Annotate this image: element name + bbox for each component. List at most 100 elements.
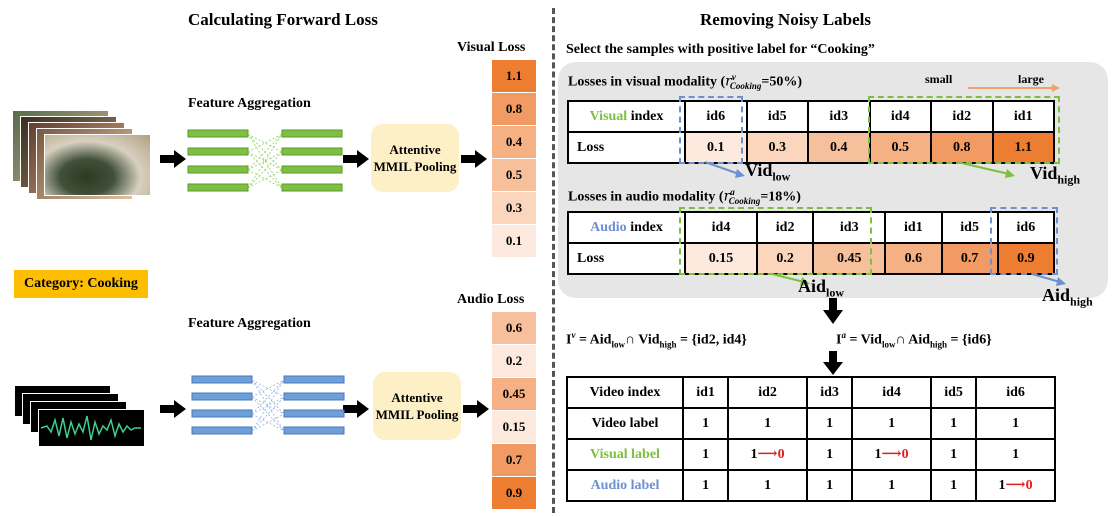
audio-frame xyxy=(38,409,145,447)
table-cell: 1 xyxy=(975,438,1056,471)
aid-high-box xyxy=(990,207,1058,275)
vid-low-label: Vidlow xyxy=(745,160,790,185)
select-text: Select the samples with positive label f… xyxy=(566,42,875,57)
vid-high-sub: high xyxy=(1057,172,1081,187)
table-cell: id3 xyxy=(805,376,854,409)
table-cell: 0.3 xyxy=(745,131,809,164)
formula-sub: high xyxy=(930,339,948,350)
formula-cap: ∩ Aid xyxy=(895,332,931,348)
table-row: Loss 0.15 0.2 0.45 0.6 0.7 0.9 xyxy=(567,242,1056,275)
aid-high-label: Aidhigh xyxy=(1042,285,1093,310)
visual-modality-heading: Losses in visual modality (rvCooking=50%… xyxy=(568,72,802,91)
audio-word: Audio xyxy=(590,219,627,235)
loss-value-box: 0.7 xyxy=(492,444,536,476)
table-cell: id5 xyxy=(940,211,999,244)
formula-I: I xyxy=(836,332,842,348)
table-cell: id5 xyxy=(929,376,978,409)
aid-low-sub: low xyxy=(826,285,845,300)
formula-audio: Ia = Vidlow∩ Aidhigh = {id6} xyxy=(836,330,992,349)
left-title: Calculating Forward Loss xyxy=(188,10,378,29)
loss-value-box: 1.1 xyxy=(492,60,536,92)
vid-low-sub: low xyxy=(772,169,791,184)
arrow-icon xyxy=(343,150,369,168)
table-row: Visual index id6 id5 id3 id4 id2 id1 xyxy=(567,100,1055,133)
loss-value-box: 0.4 xyxy=(492,126,536,158)
index-word: index xyxy=(626,219,663,235)
aid-text: Aid xyxy=(1042,285,1071,305)
aid-high-sub: high xyxy=(1070,294,1093,309)
visual-loss-table: Visual index id6 id5 id3 id4 id2 id1 Los… xyxy=(567,100,1055,164)
table-row: Video label 1 1 1 1 1 1 xyxy=(566,407,1056,440)
table-cell: 1 xyxy=(805,438,854,471)
label-table: Video index id1 id2 id3 id4 id5 id6 Vide… xyxy=(566,376,1056,502)
table-cell: id1 xyxy=(884,211,943,244)
formula-eq: = Aid xyxy=(575,332,612,348)
loss-value-box: 0.3 xyxy=(492,192,536,224)
arrow-icon xyxy=(461,150,487,168)
visual-loss-title: Visual Loss xyxy=(457,40,526,55)
loss-header: Loss xyxy=(567,242,686,275)
flipped-label: 0 xyxy=(777,447,785,462)
visual-index-header: Visual index xyxy=(567,100,686,133)
table-cell: Video index xyxy=(566,376,684,409)
table-cell: 0.4 xyxy=(807,131,871,164)
original-label: 1 xyxy=(874,447,882,462)
r-sup-a: a xyxy=(730,187,735,197)
table-cell: 1 xyxy=(727,469,808,502)
table-cell: id4 xyxy=(851,376,932,409)
table-cell: id3 xyxy=(807,100,871,133)
formula-rest: = {id2, id4} xyxy=(676,332,747,348)
aid-high-arrow-icon xyxy=(1031,273,1066,286)
loss-value-box: 0.9 xyxy=(492,477,536,509)
down-arrow-icon xyxy=(823,351,843,375)
table-cell: 1⟶0 xyxy=(975,469,1056,502)
vid-text: Vid xyxy=(1030,163,1058,183)
arrow-icon xyxy=(343,400,369,418)
flip-arrow-icon: ⟶ xyxy=(881,447,902,462)
formula-sub: low xyxy=(611,339,625,350)
loss-value-box: 0.45 xyxy=(492,378,536,410)
audio-modality-text: Losses in audio modality ( xyxy=(568,189,724,205)
flipped-label: 0 xyxy=(901,447,909,462)
visual-feature-aggregation xyxy=(187,129,343,192)
r-symbol: r xyxy=(723,188,731,205)
formula-sub: low xyxy=(881,339,896,350)
table-cell: 1 xyxy=(851,407,932,440)
loss-value-box: 0.15 xyxy=(492,411,536,443)
table-cell: Video label xyxy=(566,407,684,440)
visual-word: Visual xyxy=(589,108,628,124)
small-to-large-arrow-icon xyxy=(968,84,1060,92)
audio-modality-heading: Losses in audio modality (raCooking=18%) xyxy=(568,187,801,206)
vid-text: Vid xyxy=(745,160,773,180)
table-cell: id2 xyxy=(727,376,808,409)
loss-value-box: 0.6 xyxy=(492,312,536,344)
category-badge: Category: Cooking xyxy=(14,270,148,298)
formula-I: I xyxy=(566,332,572,348)
table-cell: 0.8 xyxy=(930,131,994,164)
table-cell: 0.7 xyxy=(940,242,999,275)
table-cell: 1 xyxy=(805,469,854,502)
audio-loss-table: Audio index id4 id2 id3 id1 id5 id6 Loss… xyxy=(567,211,1056,275)
table-cell: 1 xyxy=(929,469,978,502)
table-cell: 1 xyxy=(929,438,978,471)
formula-eq: = Vid xyxy=(845,332,882,348)
table-cell: 1⟶0 xyxy=(727,438,808,471)
audio-loss-title: Audio Loss xyxy=(457,292,525,307)
table-cell: 1 xyxy=(805,407,854,440)
right-title: Removing Noisy Labels xyxy=(700,10,871,29)
attentive-mmil-pooling-audio: Attentive MMIL Pooling xyxy=(373,372,461,440)
small-label: small xyxy=(925,72,953,86)
audio-ratio: =18%) xyxy=(760,189,801,205)
aid-text: Aid xyxy=(798,276,827,296)
waveform-icon xyxy=(40,415,141,441)
table-cell: 0.5 xyxy=(868,131,932,164)
original-label: 1 xyxy=(750,447,758,462)
feature-aggregation-label-audio: Feature Aggregation xyxy=(188,316,311,331)
aid-low-box xyxy=(679,207,872,275)
section-divider xyxy=(552,8,555,513)
table-row: Loss 0.1 0.3 0.4 0.5 0.8 1.1 xyxy=(567,131,1055,164)
table-cell: id1 xyxy=(681,376,730,409)
table-cell: 1 xyxy=(681,438,730,471)
